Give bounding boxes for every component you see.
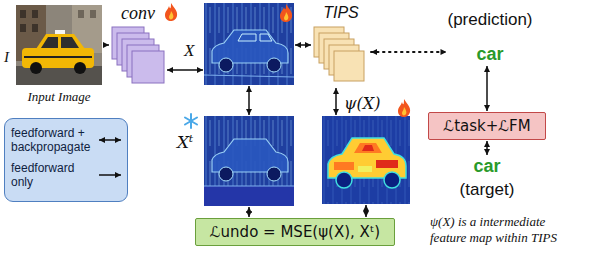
fire-icon — [398, 99, 410, 117]
model-name: TIPS — [312, 3, 370, 23]
frozen-feature-map: Xᵗ — [204, 116, 294, 206]
map-symbol: X — [184, 41, 194, 61]
class-label: car — [447, 44, 532, 65]
legend-row: feedforward only — [11, 161, 123, 190]
snowflake-icon — [185, 114, 197, 128]
conv-layers — [112, 27, 164, 83]
task-loss-box: ℒtask+ℒFM — [428, 112, 545, 140]
flow-arrow — [295, 44, 311, 46]
target-label: car (target) — [460, 156, 515, 200]
loss-formula: ℒundo = MSE(ψ(X), Xᵗ) — [210, 223, 380, 241]
undo-loss-box: ℒundo = MSE(ψ(X), Xᵗ) — [195, 218, 395, 246]
feature-map: X — [204, 3, 294, 85]
legend-text: feedforward only — [11, 161, 97, 190]
intermediate-feature-map: ψ(X) — [322, 116, 410, 204]
flow-arrow — [103, 44, 109, 46]
image-caption: Input Image — [6, 89, 112, 105]
legend-text: feedforward + backpropagate — [11, 126, 97, 155]
legend-arrow-sample — [97, 134, 123, 146]
legend-row: feedforward + backpropagate — [11, 126, 123, 155]
layer-name: conv — [110, 3, 166, 23]
frozen-feature-map-image — [204, 116, 294, 206]
intermediate-feature-map-image — [322, 116, 410, 204]
input-image: IInput Image — [16, 5, 102, 85]
wheel — [30, 62, 42, 74]
note-text: ψ(X) is a intermediate feature map withi… — [430, 214, 580, 247]
road — [16, 66, 102, 85]
image-symbol: I — [4, 49, 9, 66]
feature-map-image — [204, 3, 294, 85]
legend-panel: feedforward + backpropagate feedforward o… — [4, 118, 128, 202]
legend-arrow-sample — [97, 169, 123, 181]
flow-arrow — [248, 207, 250, 217]
flow-arrow — [486, 141, 488, 155]
taxi-cabin — [36, 34, 85, 49]
arrow-sample — [99, 140, 121, 142]
prediction-label: (prediction) car — [447, 10, 532, 65]
loss-formula: ℒtask+ℒFM — [443, 117, 530, 135]
target-caption: (target) — [460, 180, 515, 200]
dotted-arrow — [371, 51, 446, 53]
fire-icon — [280, 4, 292, 22]
wheel — [74, 62, 86, 74]
tips-layers — [314, 27, 364, 81]
prediction-caption: (prediction) — [447, 10, 532, 30]
photo-ground — [16, 5, 102, 85]
class-label: car — [460, 156, 515, 177]
fire-icon — [165, 3, 177, 21]
flow-arrow — [248, 86, 250, 115]
map-symbol: ψ(X) — [344, 94, 380, 113]
map-symbol: Xᵗ — [177, 132, 193, 152]
flow-arrow — [365, 205, 367, 217]
taxi-photo — [16, 5, 102, 85]
tips-stack: TIPS — [312, 3, 370, 87]
flow-arrow — [167, 69, 203, 71]
flow-arrow — [486, 66, 488, 111]
conv-stack: conv — [110, 3, 166, 87]
flow-arrow — [335, 88, 337, 115]
arrow-sample — [99, 174, 121, 176]
